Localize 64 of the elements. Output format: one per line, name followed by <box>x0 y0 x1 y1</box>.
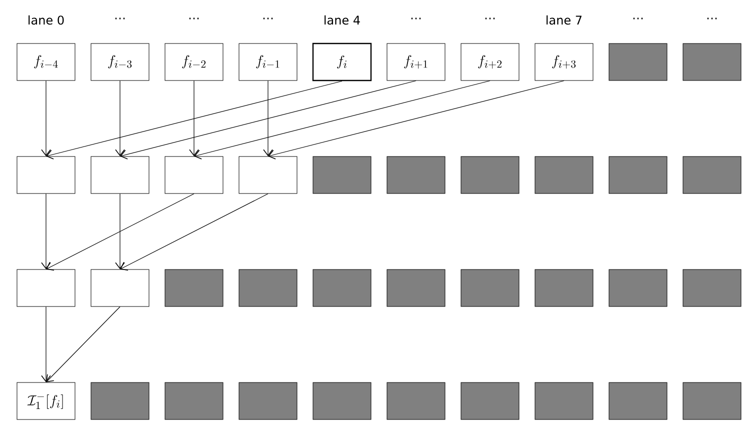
lane-label: lane 0 <box>28 15 64 25</box>
arrow <box>120 80 416 160</box>
inactive-box <box>682 382 742 420</box>
inactive-box <box>608 156 668 194</box>
inactive-box <box>534 156 594 194</box>
value-box: $f_{i-1}$ <box>238 43 298 81</box>
lane-label: ⋯ <box>115 18 125 20</box>
inactive-box <box>682 156 742 194</box>
lane-label: ⋯ <box>633 18 643 20</box>
inactive-box <box>238 382 298 420</box>
arrow <box>41 80 51 156</box>
value-box: $\mathcal{I}_1^-[f_i]$ <box>16 382 76 420</box>
arrow <box>120 193 268 271</box>
empty-box <box>16 269 76 307</box>
inactive-box <box>90 382 150 420</box>
value-box: $f_i$ <box>312 42 372 82</box>
inactive-box <box>164 382 224 420</box>
inactive-box <box>534 269 594 307</box>
value-box: $f_{i-4}$ <box>16 43 76 81</box>
value-box: $f_{i+3}$ <box>534 43 594 81</box>
inactive-box <box>460 156 520 194</box>
inactive-box <box>386 269 446 307</box>
arrow <box>115 80 125 156</box>
arrow <box>189 80 199 156</box>
arrow <box>194 80 490 160</box>
inactive-box <box>312 382 372 420</box>
arrow <box>46 80 342 160</box>
arrow <box>41 306 51 382</box>
arrow <box>41 193 51 270</box>
lane-label: lane 7 <box>546 15 582 25</box>
lane-label: ⋯ <box>411 18 421 20</box>
arrow <box>46 306 120 382</box>
arrow <box>263 80 273 156</box>
inactive-box <box>608 269 668 307</box>
empty-box <box>238 156 298 194</box>
inactive-box <box>460 269 520 307</box>
inactive-box <box>460 382 520 420</box>
lane-label: ⋯ <box>485 18 495 20</box>
lane-label: ⋯ <box>263 18 273 20</box>
value-box: $f_{i+1}$ <box>386 43 446 81</box>
value-box: $f_{i-2}$ <box>164 43 224 81</box>
inactive-box <box>238 269 298 307</box>
lane-label: ⋯ <box>707 18 717 20</box>
empty-box <box>90 269 150 307</box>
lane-label: lane 4 <box>324 15 360 25</box>
inactive-box <box>608 43 668 81</box>
inactive-box <box>682 269 742 307</box>
inactive-box <box>312 156 372 194</box>
inactive-box <box>386 382 446 420</box>
inactive-box <box>164 269 224 307</box>
lane-label: ⋯ <box>189 18 199 20</box>
empty-box <box>16 156 76 194</box>
arrow <box>115 193 125 270</box>
arrow <box>46 193 194 271</box>
arrow <box>268 80 564 160</box>
inactive-box <box>386 156 446 194</box>
value-box: $f_{i+2}$ <box>460 43 520 81</box>
inactive-box <box>682 43 742 81</box>
inactive-box <box>608 382 668 420</box>
inactive-box <box>534 382 594 420</box>
value-box: $f_{i-3}$ <box>90 43 150 81</box>
inactive-box <box>312 269 372 307</box>
empty-box <box>164 156 224 194</box>
empty-box <box>90 156 150 194</box>
